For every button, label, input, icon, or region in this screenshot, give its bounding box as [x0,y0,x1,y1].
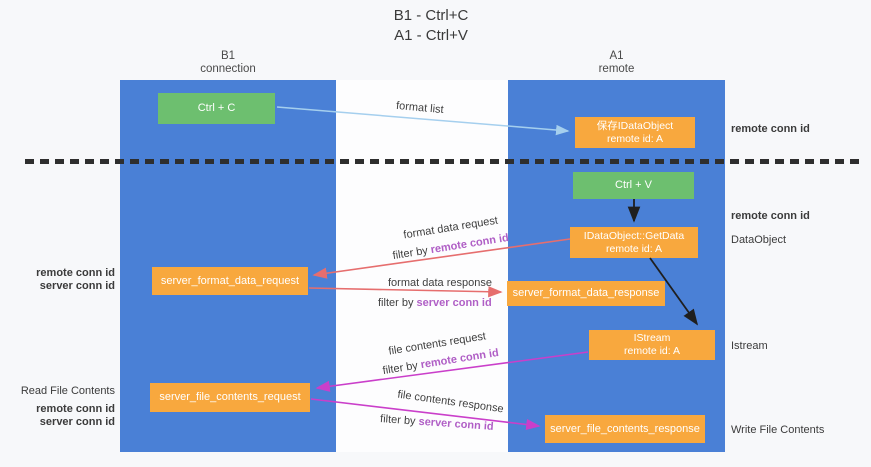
left-label-remote-conn-id-2: remote conn id [36,403,115,415]
node-ctrl-v-label: Ctrl + V [615,179,652,191]
node-istream-line1: IStream [633,332,671,344]
node-save-idataobject-line2: remote id: A [606,132,664,145]
node-ctrl-v: Ctrl + V [573,172,694,199]
node-save-idataobject: 保存IDataObject remote id: A [575,117,695,148]
lane-b1-subtitle: connection [200,63,256,75]
lane-header-b1: B1 connection [120,50,336,76]
node-istream-line2: remote id: A [623,345,681,357]
right-label-remote-conn-id-1: remote conn id [731,123,810,135]
node-save-idataobject-line1: 保存IDataObject [596,119,674,132]
node-getdata-line1: IDataObject::GetData [583,229,685,242]
flow-label-filter-server-1: filter by server conn id [378,297,492,309]
node-server-format-data-response: server_format_data_response [507,281,665,306]
server-conn-id-text: server conn id [416,297,492,309]
diagram-title: B1 - Ctrl+C A1 - Ctrl+V [300,6,562,46]
right-label-dataobject: DataObject [731,234,787,246]
node-server-file-contents-response-label: server_file_contents_response [550,422,700,435]
lane-header-a1: A1 remote [508,50,725,76]
lane-a1-subtitle: remote [598,63,635,75]
left-label-remote-conn-id-1: remote conn id [36,267,115,279]
left-label-server-conn-id-1: server conn id [39,280,115,292]
flow-label-format-data-response: format data response [388,277,492,289]
right-label-istream: Istream [731,340,768,352]
node-getdata-line2: remote id: A [605,242,663,255]
node-idataobject-getdata: IDataObject::GetData remote id: A [570,227,698,258]
node-server-format-data-request-label: server_format_data_request [160,274,300,287]
filter-by-text: filter by [378,297,417,309]
node-ctrl-c-label: Ctrl + C [197,102,236,114]
title-line-2: A1 - Ctrl+V [394,27,468,44]
node-server-file-contents-request-label: server_file_contents_request [159,391,301,403]
node-server-file-contents-request: server_file_contents_request [150,383,310,412]
node-server-format-data-request: server_format_data_request [152,267,308,295]
lane-b1-name: B1 [220,50,236,62]
session-divider-dashed-line [25,159,863,164]
node-ctrl-c: Ctrl + C [158,93,275,124]
left-label-server-conn-id-2: server conn id [39,416,115,428]
right-label-remote-conn-id-2: remote conn id [731,210,810,222]
node-istream: IStream remote id: A [589,330,715,360]
lane-a1-name: A1 [609,50,624,62]
title-line-1: B1 - Ctrl+C [393,7,469,24]
node-server-file-contents-response: server_file_contents_response [545,415,705,443]
left-label-read-file-contents: Read File Contents [20,385,115,397]
node-server-format-data-response-label: server_format_data_response [512,287,660,299]
right-label-write-file-contents: Write File Contents [731,424,825,436]
